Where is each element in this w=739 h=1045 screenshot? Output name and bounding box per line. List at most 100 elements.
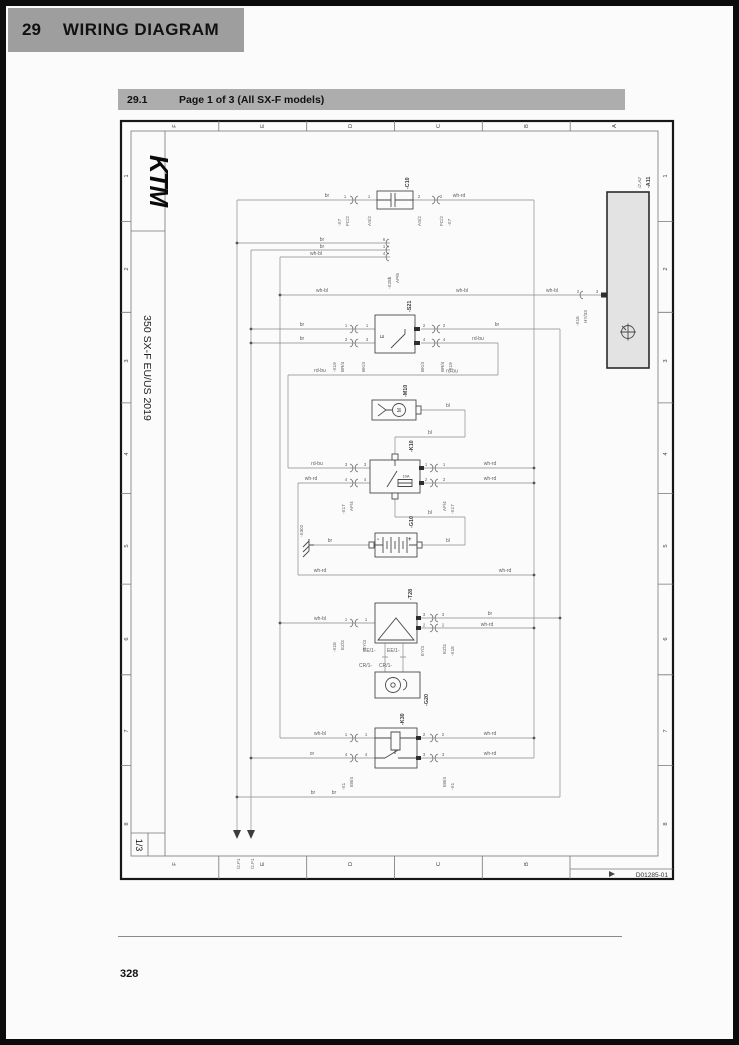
cavity: FC/2	[345, 216, 350, 226]
col-letter: D	[348, 124, 354, 128]
col-letter: E	[260, 124, 266, 128]
wire-label: rd-bu	[311, 461, 323, 467]
connector-id: -X1	[450, 782, 455, 790]
col-letter: C	[436, 124, 442, 128]
pin: 1	[365, 617, 368, 622]
offpage-arrows: /2.F1 /2.F1	[233, 830, 255, 869]
arrow-down-icon	[233, 830, 241, 839]
ktm-logo: KTM	[144, 155, 174, 209]
cavity: AS/2	[367, 216, 372, 226]
col-letter: E	[260, 862, 266, 866]
pin: 1	[443, 462, 446, 467]
cavity: EY/3	[362, 640, 367, 650]
pin: 2	[443, 323, 446, 328]
plus-sign: +	[408, 537, 412, 543]
row-number: 6	[124, 637, 130, 640]
component-id: -K10	[409, 440, 415, 452]
col-letter: B	[524, 862, 530, 866]
sheet-number: 1/3	[134, 839, 144, 852]
row-number: 7	[663, 729, 669, 732]
cavity: BK/4	[420, 362, 425, 372]
col-letter: D	[348, 862, 354, 866]
row-number: 7	[124, 729, 130, 732]
pin: 6	[383, 237, 386, 242]
col-letter: A	[612, 124, 618, 128]
wire-label: bl	[446, 538, 450, 544]
connector-x28b: br br wh-bl 6 1 4 -X28b AP/6	[310, 237, 400, 289]
pin: 1	[425, 462, 428, 467]
pin: 1	[365, 732, 368, 737]
component-id: -S21	[407, 301, 413, 312]
section-title: Page 1 of 3 (All SX-F models)	[179, 93, 325, 106]
pin: 1	[366, 323, 369, 328]
wiring: /2.F1 /2.F1	[233, 199, 601, 869]
pin: 3	[596, 289, 599, 294]
wire-label: wh-rd	[499, 568, 512, 574]
motor-symbol: M	[397, 408, 403, 412]
connector-id: -X17	[341, 504, 346, 514]
whbl-run: wh-bl wh-bl wh-bl	[316, 288, 558, 294]
connector-id: -X7	[447, 218, 452, 226]
chapter-title: WIRING DIAGRAM	[62, 20, 220, 39]
offpage-ref: /2.F1	[236, 858, 241, 869]
component-m10: M -M10 bl bl	[371, 385, 450, 436]
whrd-run: wh-rd wh-rd	[314, 568, 512, 574]
wire-label: wh-bl	[316, 288, 328, 294]
wire-label: bl	[428, 510, 432, 516]
wire-label: wh-bl	[456, 288, 468, 294]
col-letter: C	[436, 862, 442, 866]
component-k10: 10A -K10 rd-bu wh-rd wh-rd wh-rd 3 3 4 4…	[305, 440, 497, 544]
cavity: AP/6	[395, 273, 400, 283]
cavity: BK/4	[361, 362, 366, 372]
connector-id: -X16	[575, 316, 580, 326]
pin: 1	[345, 617, 348, 622]
row-number: 2	[663, 267, 669, 270]
control-unit-icon	[620, 323, 636, 341]
wire-label: wh-rd	[314, 568, 327, 574]
pin: 2	[440, 194, 443, 199]
pointer-icon	[609, 871, 615, 877]
component-x302: -X302 br	[299, 524, 333, 558]
row-number: 1	[124, 174, 130, 177]
pin: 1	[368, 194, 371, 199]
component-id: -M10	[403, 385, 409, 397]
sheet-frame: F E D C B A F E D C B 1 2 3 4 5 6 7 8 1 …	[119, 119, 675, 881]
pin: 3	[442, 752, 445, 757]
col-letter: F	[172, 862, 178, 866]
wire-label: br	[300, 322, 305, 328]
wire-label: br	[328, 538, 333, 544]
pin: 4	[383, 251, 386, 256]
component-g10: - + -G10	[368, 516, 423, 558]
pin: 3	[442, 612, 445, 617]
cross-ref: /2.A2	[637, 177, 642, 189]
ht-terminal: EE/1-	[387, 648, 400, 654]
ht-terminal: CR/1-	[359, 663, 372, 669]
component-a11: 2 3 -X16 HY/33 -A11 /2.A2	[575, 177, 652, 369]
pin: 2	[423, 732, 426, 737]
cavity: EZ/3	[442, 644, 447, 654]
component-id: -T28	[408, 589, 414, 600]
component-s21: E -S21 br br br rd-bu 1 1 3 3 2 2 4 4 -X…	[300, 301, 500, 375]
connector-id: -X19	[448, 362, 453, 372]
wire-label: wh-rd	[484, 461, 497, 467]
offpage-ref: /2.F1	[250, 858, 255, 869]
component-g20: -G20	[374, 671, 430, 706]
component-id: -K30	[400, 713, 406, 725]
row-number: 5	[124, 544, 130, 547]
wire-label: wh-rd	[481, 622, 494, 628]
row-number: 3	[124, 359, 130, 362]
cavity: EB/4	[442, 777, 447, 787]
cavity: EB/4	[349, 777, 354, 787]
pin: 1	[344, 194, 347, 199]
pin: 3	[423, 752, 426, 757]
row-number: 4	[663, 452, 669, 456]
title-block: D01285-01	[569, 856, 673, 879]
cavity: BR/4	[440, 361, 445, 372]
arrow-down-icon	[247, 830, 255, 839]
row-number: 2	[124, 267, 130, 270]
wire-label: br	[495, 322, 500, 328]
connector-id: -X7	[337, 218, 342, 226]
connector-id: -X17	[450, 504, 455, 514]
pin: 2	[442, 732, 445, 737]
